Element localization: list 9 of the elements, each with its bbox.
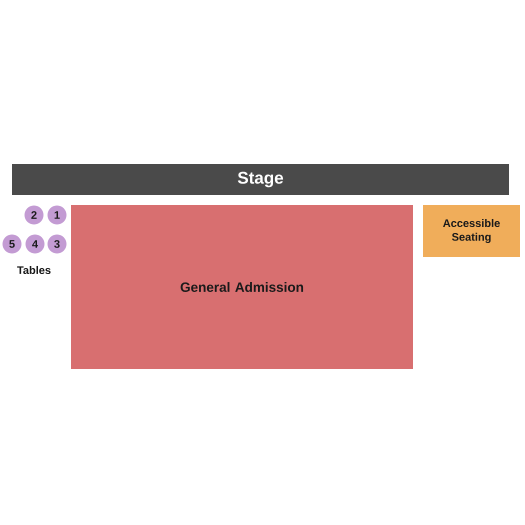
table: 1 xyxy=(48,206,66,224)
seating-section: General Admission xyxy=(71,205,413,369)
table: 4 xyxy=(26,234,44,254)
section-label: Tables xyxy=(17,266,51,274)
table: 2 xyxy=(24,206,44,224)
seating-section: Accessible Seating xyxy=(423,205,520,257)
stage: Stage xyxy=(12,164,509,195)
table: 5 xyxy=(2,234,22,254)
table: 3 xyxy=(48,234,66,254)
